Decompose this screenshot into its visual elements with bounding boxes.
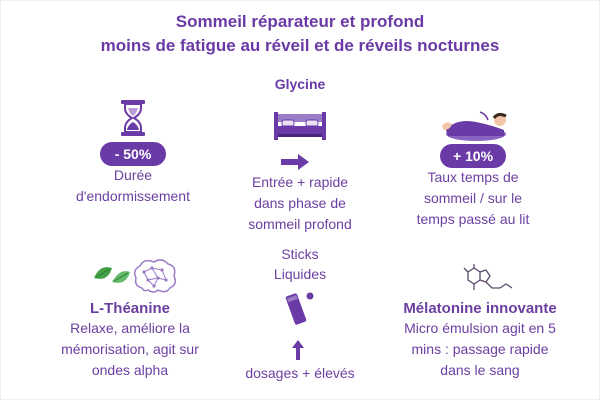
bed-icon	[274, 112, 326, 140]
melatonin-line-2: mins : passage rapide	[411, 341, 549, 357]
badge-sleep-ratio: + 10%	[440, 144, 506, 168]
sleep-ratio-line-1: Taux temps de	[427, 169, 519, 185]
subtitle-glycine: Glycine	[274, 76, 326, 92]
deep-sleep-line-1: Entrée + rapide	[251, 174, 349, 190]
badge-duration: - 50%	[100, 142, 166, 166]
deep-sleep-line-2: dans phase de	[254, 195, 346, 211]
melatonin-title: Mélatonine innovante	[403, 300, 557, 317]
sleep-ratio-line-3: temps passé au lit	[416, 211, 530, 227]
title-line-1: Sommeil réparateur et profond	[175, 12, 425, 31]
duration-line-2: d'endormissement	[76, 188, 190, 204]
sleeping-person-icon	[442, 111, 507, 141]
title-line-2: moins de fatigue au réveil et de réveils…	[100, 36, 500, 55]
arrow-right-icon	[281, 154, 309, 170]
molecule-icon	[463, 264, 513, 290]
brain-icon	[133, 259, 177, 293]
sleep-ratio-line-2: sommeil / sur le	[423, 190, 523, 206]
duration-line-1: Durée	[113, 167, 153, 183]
theanine-line-2: mémorisation, agit sur	[61, 341, 199, 357]
melatonin-line-3: dans le sang	[440, 362, 520, 378]
sticks-dosage: dosages + élevés	[245, 365, 355, 381]
theanine-line-1: Relaxe, améliore la	[70, 320, 190, 336]
theanine-line-3: ondes alpha	[91, 362, 169, 378]
melatonin-line-1: Micro émulsion agit en 5	[404, 320, 556, 336]
leaves-icon	[94, 267, 130, 283]
sticks-line-1: Sticks	[281, 246, 319, 262]
theanine-title: L-Théanine	[89, 300, 170, 317]
sticks-line-2: Liquides	[273, 266, 327, 282]
arrow-up-icon	[292, 340, 304, 360]
hourglass-icon	[121, 100, 145, 136]
stick-sachet-icon	[285, 292, 314, 325]
deep-sleep-line-3: sommeil profond	[248, 216, 352, 232]
